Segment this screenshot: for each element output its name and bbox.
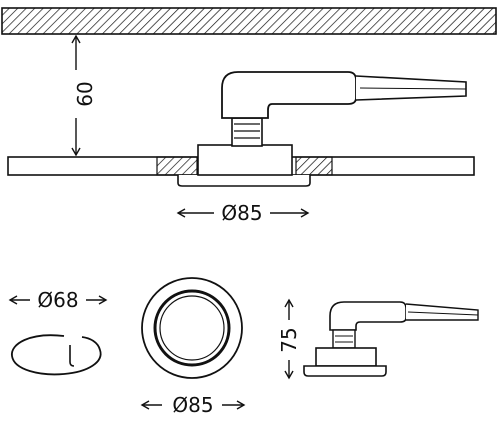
side-height-dimension: 75 xyxy=(277,298,301,380)
height-label: 60 xyxy=(73,81,97,106)
front-diameter-dimension: Ø85 xyxy=(140,393,246,417)
cutout-dimension: Ø85 xyxy=(176,201,310,225)
spring-clip-icon xyxy=(11,334,102,376)
ceiling-slab xyxy=(1,7,497,35)
front-diameter-label: Ø85 xyxy=(172,393,213,417)
side-height-label: 75 xyxy=(277,327,301,352)
height-dimension: 60 xyxy=(71,34,97,157)
cutout-label: Ø85 xyxy=(221,201,262,225)
side-view-spotlight xyxy=(303,301,479,377)
hole-dimension: Ø68 xyxy=(8,288,108,312)
front-view-ring xyxy=(141,277,243,379)
hole-label: Ø68 xyxy=(37,288,78,312)
installed-spotlight xyxy=(177,71,467,187)
